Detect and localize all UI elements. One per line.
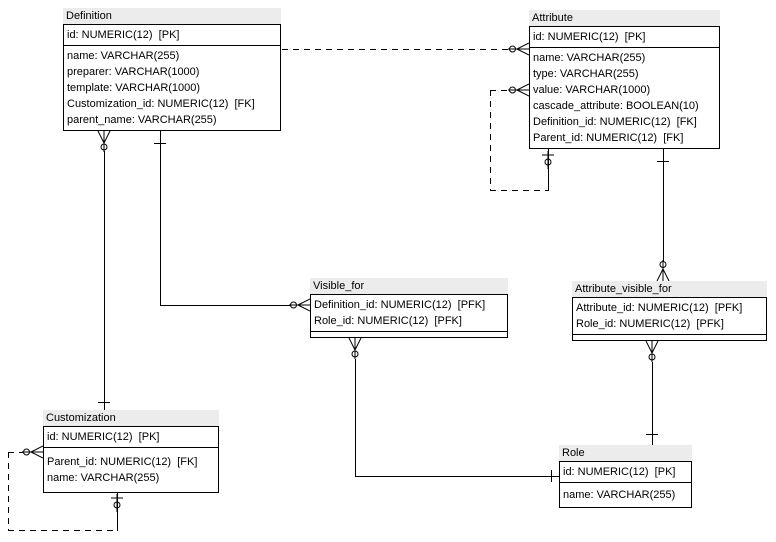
relationship-line-definition-attribute	[282, 49, 510, 50]
column-row: cascade_attribute: BOOLEAN(10)	[533, 100, 699, 112]
zero-or-many-icon	[97, 131, 111, 152]
entity-box: id: NUMERIC(12) [PK] name: VARCHAR(255) …	[529, 26, 720, 149]
pk-section: Attribute_id: NUMERIC(12) [PFK] Role_id:…	[573, 298, 766, 334]
pk-section: Definition_id: NUMERIC(12) [PFK] Role_id…	[311, 295, 507, 331]
entity-box: id: NUMERIC(12) [PK] name: VARCHAR(255)	[559, 461, 692, 508]
relationship-line-customization-definition	[104, 151, 105, 410]
columns-section: name: VARCHAR(255) type: VARCHAR(255) va…	[530, 47, 719, 148]
entity-title: Attribute	[529, 10, 720, 26]
column-row: template: VARCHAR(1000)	[67, 82, 201, 94]
one-tick-icon	[551, 470, 552, 482]
zero-or-one-icon	[542, 151, 554, 169]
zero-or-many-icon	[656, 260, 670, 281]
entity-box: Attribute_id: NUMERIC(12) [PFK] Role_id:…	[572, 297, 767, 341]
entity-box: id: NUMERIC(12) [PK] Parent_id: NUMERIC(…	[43, 426, 219, 493]
relationship-line-attribute-self	[548, 149, 549, 191]
column-row: parent_name: VARCHAR(255)	[67, 114, 217, 126]
zero-or-many-icon	[348, 338, 362, 359]
zero-or-many-icon	[508, 42, 529, 56]
entity-box: Definition_id: NUMERIC(12) [PFK] Role_id…	[310, 294, 508, 338]
relationship-line-attribute-self	[490, 90, 510, 91]
entity-title: Attribute_visible_for	[572, 281, 767, 297]
column-row: type: VARCHAR(255)	[533, 68, 639, 80]
column-row: Parent_id: NUMERIC(12) [FK]	[533, 132, 684, 144]
relationship-line-customization-self	[117, 493, 118, 531]
column-row: name: VARCHAR(255)	[533, 52, 646, 64]
column-row: value: VARCHAR(1000)	[533, 84, 651, 96]
relationship-line-attribute-self	[490, 190, 549, 191]
entity-attribute: Attribute id: NUMERIC(12) [PK] name: VAR…	[529, 10, 720, 149]
relationship-line-attribute-self	[490, 90, 491, 191]
column-row: Role_id: NUMERIC(12) [PFK]	[314, 315, 462, 327]
column-row: name: VARCHAR(255)	[47, 472, 160, 484]
pk-section: id: NUMERIC(12) [PK]	[530, 27, 719, 47]
zero-or-many-icon	[289, 298, 310, 312]
relationship-line-role-visiblefor	[355, 476, 559, 477]
column-row: name: VARCHAR(255)	[563, 489, 676, 501]
columns-section-empty	[573, 334, 766, 340]
columns-section: Parent_id: NUMERIC(12) [FK] name: VARCHA…	[44, 447, 218, 492]
column-row: Role_id: NUMERIC(12) [PFK]	[576, 318, 724, 330]
column-row: id: NUMERIC(12) [PK]	[563, 466, 676, 478]
columns-section-empty	[311, 331, 507, 337]
one-tick-icon	[657, 161, 669, 162]
entity-visible-for: Visible_for Definition_id: NUMERIC(12) […	[310, 278, 508, 338]
column-row: id: NUMERIC(12) [PK]	[533, 31, 646, 43]
column-row: preparer: VARCHAR(1000)	[67, 66, 200, 78]
entity-title: Definition	[63, 8, 281, 24]
zero-or-many-icon	[645, 341, 659, 362]
entity-title: Role	[559, 445, 692, 461]
pk-section: id: NUMERIC(12) [PK]	[64, 25, 280, 45]
relationship-line-attribute-avf	[663, 149, 664, 262]
column-row: Definition_id: NUMERIC(12) [FK]	[533, 116, 697, 128]
entity-box: id: NUMERIC(12) [PK] name: VARCHAR(255) …	[63, 24, 281, 131]
zero-or-one-icon	[111, 494, 123, 512]
column-row: id: NUMERIC(12) [PK]	[47, 431, 160, 443]
relationship-line-role-avf	[652, 362, 653, 445]
column-row: name: VARCHAR(255)	[67, 50, 180, 62]
entity-attribute-visible-for: Attribute_visible_for Attribute_id: NUME…	[572, 281, 767, 341]
column-row: Parent_id: NUMERIC(12) [FK]	[47, 456, 198, 468]
one-tick-icon	[646, 434, 658, 435]
entity-title: Customization	[43, 410, 219, 426]
pk-section: id: NUMERIC(12) [PK]	[44, 427, 218, 447]
one-tick-icon	[98, 402, 110, 403]
column-row: id: NUMERIC(12) [PK]	[67, 29, 180, 41]
relationship-line-role-visiblefor	[355, 359, 356, 477]
column-row: Attribute_id: NUMERIC(12) [PFK]	[576, 302, 743, 314]
relationship-line-customization-self	[8, 530, 118, 531]
relationship-line-customization-self	[8, 452, 9, 531]
relationship-line-definition-visiblefor	[160, 305, 291, 306]
one-tick-icon	[154, 143, 166, 144]
relationship-line-customization-self	[8, 452, 23, 453]
pk-section: id: NUMERIC(12) [PK]	[560, 462, 691, 482]
relationship-line-definition-visiblefor	[160, 131, 161, 306]
column-row: Customization_id: NUMERIC(12) [FK]	[67, 98, 255, 110]
columns-section: name: VARCHAR(255)	[560, 482, 691, 507]
entity-title: Visible_for	[310, 278, 508, 294]
zero-or-many-icon	[508, 83, 529, 97]
entity-role: Role id: NUMERIC(12) [PK] name: VARCHAR(…	[559, 445, 692, 508]
zero-or-many-icon	[22, 445, 43, 459]
columns-section: name: VARCHAR(255) preparer: VARCHAR(100…	[64, 45, 280, 130]
entity-definition: Definition id: NUMERIC(12) [PK] name: VA…	[63, 8, 281, 131]
entity-customization: Customization id: NUMERIC(12) [PK] Paren…	[43, 410, 219, 493]
column-row: Definition_id: NUMERIC(12) [PFK]	[314, 299, 486, 311]
